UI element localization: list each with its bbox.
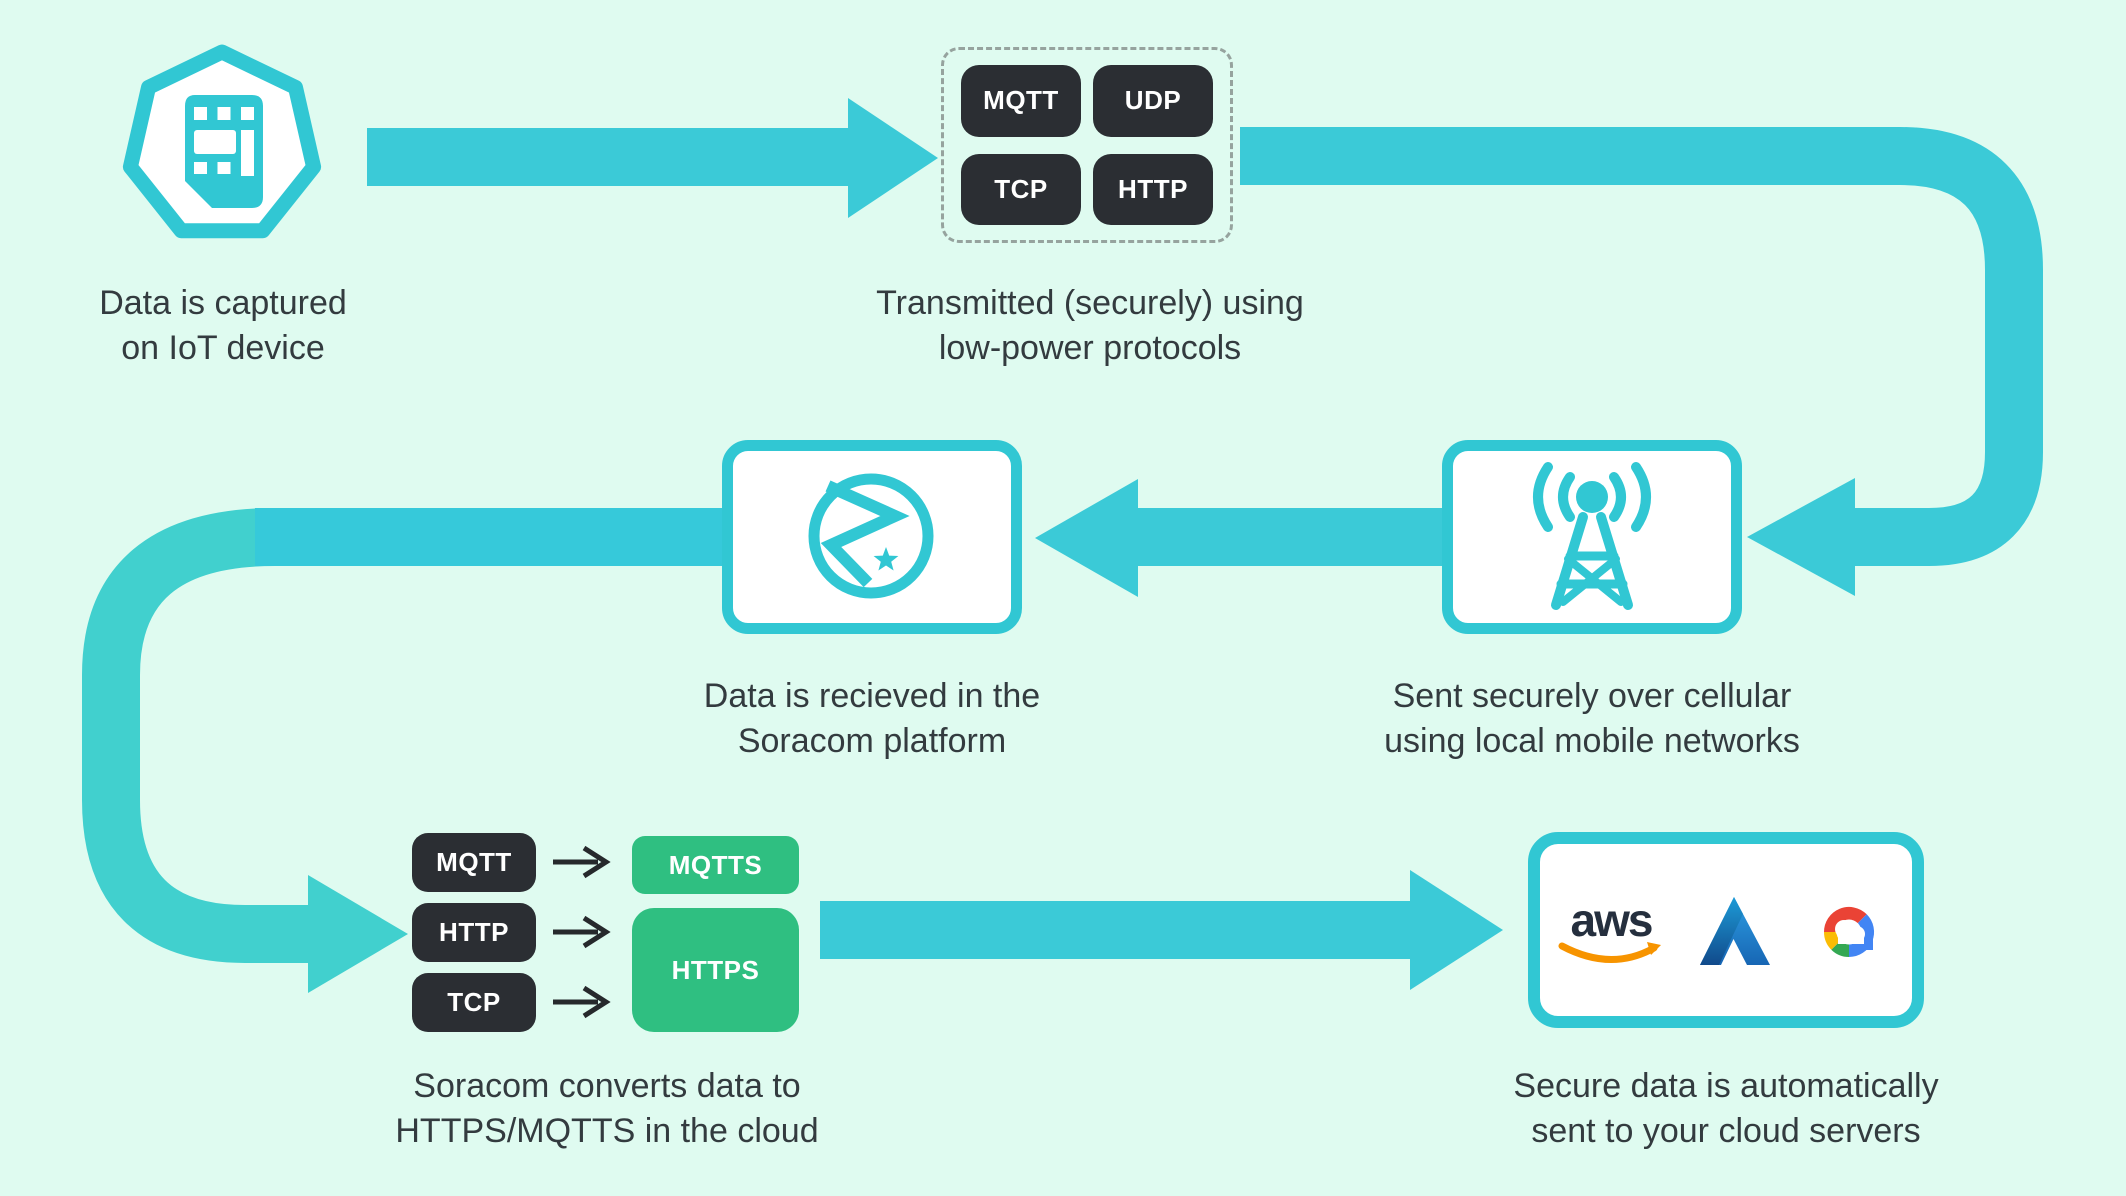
- convert-source-http: HTTP: [412, 903, 536, 962]
- convert-arrow-icon-3: [553, 985, 611, 1019]
- protocol-pill-tcp: TCP: [961, 153, 1081, 225]
- caption-cloud-line2: sent to your cloud servers: [1531, 1112, 1921, 1150]
- cellular-box: [1442, 440, 1742, 634]
- convert-arrow-icon-2: [553, 915, 611, 949]
- aws-logo: aws: [1558, 894, 1663, 968]
- convert-source-mqtt: MQTT: [412, 833, 536, 892]
- caption-transmit-line2: low-power protocols: [938, 329, 1242, 367]
- caption-cloud: Secure data is automatically sent to you…: [1513, 1064, 1938, 1154]
- caption-transmit-line1: Transmitted (securely) using: [876, 284, 1304, 322]
- caption-transmit: Transmitted (securely) using low-power p…: [876, 281, 1304, 371]
- soracom-box: [722, 440, 1022, 634]
- caption-device: Data is captured on IoT device: [99, 281, 347, 371]
- convert-arrow-icon-1: [553, 845, 611, 879]
- caption-convert-line1: Soracom converts data to: [413, 1067, 801, 1105]
- caption-soracom-line1: Data is recieved in the: [703, 677, 1041, 715]
- caption-cellular: Sent securely over cellular using local …: [1384, 674, 1800, 764]
- convert-source-tcp: TCP: [412, 973, 536, 1032]
- protocol-dashed-box: MQTT UDP TCP HTTP: [941, 47, 1233, 243]
- caption-device-line1: Data is captured: [99, 284, 347, 322]
- caption-soracom-line2: Soracom platform: [737, 722, 1007, 760]
- caption-soracom: Data is recieved in the Soracom platform: [704, 674, 1040, 764]
- arrow-convert-to-cloud: [820, 870, 1503, 990]
- arrow-cellular-to-soracom: [1035, 479, 1443, 597]
- arrow-device-to-protocols: [367, 98, 938, 218]
- cell-tower-icon: [1533, 461, 1651, 610]
- caption-convert-line2: HTTPS/MQTTS in the cloud: [395, 1112, 819, 1150]
- caption-cellular-line2: using local mobile networks: [1384, 722, 1800, 760]
- caption-cellular-line1: Sent securely over cellular: [1392, 677, 1792, 715]
- caption-cloud-line1: Secure data is automatically: [1513, 1067, 1939, 1105]
- caption-device-line2: on IoT device: [121, 329, 325, 367]
- convert-target-https: HTTPS: [632, 908, 799, 1032]
- arrow-soracom-to-convert: [82, 508, 722, 993]
- azure-logo: [1700, 897, 1770, 965]
- protocol-pill-http: HTTP: [1093, 153, 1213, 225]
- caption-convert: Soracom converts data to HTTPS/MQTTS in …: [395, 1064, 818, 1154]
- arrow-protocols-to-cellular: [1240, 127, 2043, 596]
- protocol-pill-mqtt: MQTT: [961, 65, 1081, 137]
- convert-target-mqtts: MQTTS: [632, 836, 799, 894]
- protocol-pill-udp: UDP: [1093, 65, 1213, 137]
- cloud-box: aws: [1528, 832, 1924, 1028]
- google-cloud-logo: [1824, 906, 1875, 958]
- sim-card-icon: [122, 44, 322, 239]
- aws-smile-icon: [1558, 942, 1661, 963]
- aws-logo-text: aws: [1570, 894, 1654, 946]
- soracom-logo-icon: [808, 473, 934, 599]
